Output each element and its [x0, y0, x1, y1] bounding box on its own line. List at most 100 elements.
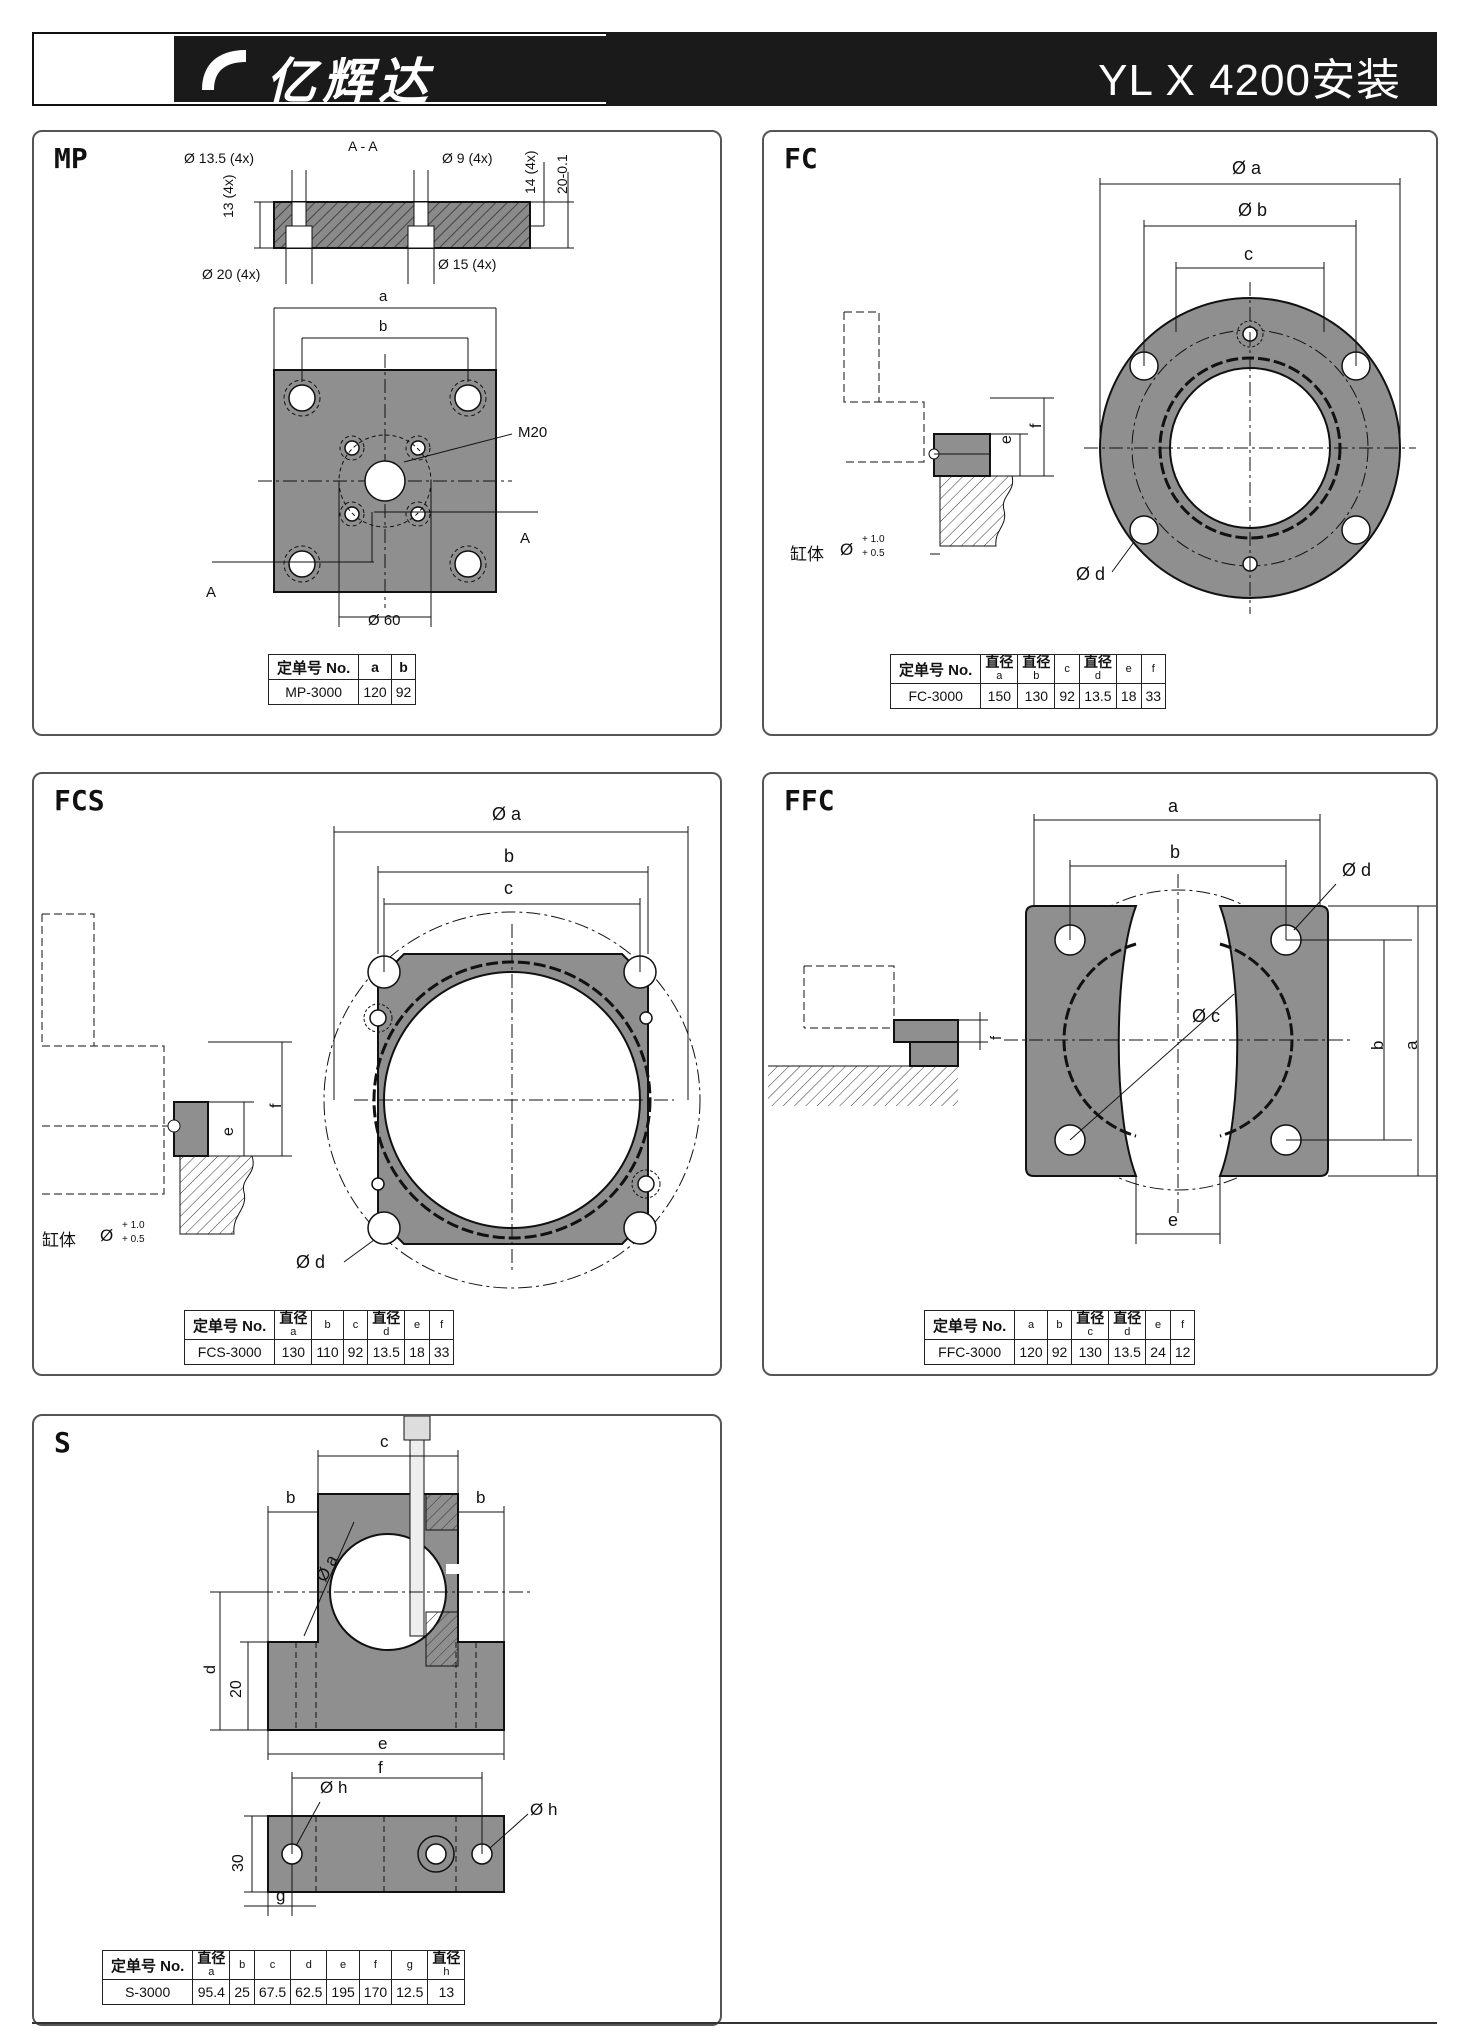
table-subheader: b [239, 1959, 246, 1971]
label-d: Ø d [1342, 860, 1372, 880]
table-subheader: f [373, 1959, 377, 1971]
table-header: a [358, 654, 392, 680]
panel-title: FFC [784, 784, 835, 817]
label-a: Ø a [492, 804, 522, 824]
table-cell: 62.5 [290, 1979, 328, 2005]
label-a: Ø a [1232, 158, 1262, 178]
label-phi: Ø [100, 1226, 114, 1245]
panel-fcs: FCS [32, 772, 722, 1376]
table-subheader: e [340, 1959, 347, 1971]
table-subheader: a [208, 1966, 215, 1978]
table-cell: FFC-3000 [923, 1339, 1016, 1365]
label-tol-lo: + 0.5 [122, 1234, 145, 1245]
table-cell: 92 [1054, 683, 1080, 709]
table-cell: 110 [311, 1339, 344, 1365]
label-tol-hi: + 1.0 [122, 1220, 145, 1231]
panel-mp: MP [32, 130, 722, 736]
title-bar: YL X 4200安装 [606, 32, 1437, 106]
ffc-drawing [768, 814, 1436, 1244]
label-h-left: Ø h [320, 1778, 348, 1797]
label-cut-a-left: A [206, 584, 217, 601]
table-cell: 13 [427, 1979, 466, 2005]
label-tol-lo: + 0.5 [862, 548, 885, 559]
table-header: 直径 [985, 654, 1014, 670]
table-cell: 13.5 [1108, 1339, 1147, 1365]
label-m20: M20 [518, 424, 548, 441]
footer-rule [32, 2022, 1437, 2024]
table-label: 定单号 No. [923, 1310, 1016, 1340]
label-d: Ø d [1076, 564, 1106, 584]
label-hole9: Ø 9 (4x) [442, 150, 493, 166]
label-a: a [1168, 796, 1179, 816]
label-f: f [1028, 423, 1045, 428]
table-cell: 12 [1169, 1339, 1196, 1365]
label-cut-a-right: A [520, 530, 531, 547]
fc-drawing [843, 178, 1416, 614]
table-cell: 24 [1145, 1339, 1171, 1365]
label-d: Ø d [296, 1252, 326, 1272]
label-c: c [504, 878, 513, 898]
table-header: 直径 [1076, 1310, 1105, 1326]
label-e: e [378, 1734, 388, 1753]
label-b: b [379, 318, 388, 335]
table-cell: 18 [404, 1339, 430, 1365]
label-body: 缸体 [790, 545, 824, 564]
panel-title: FC [784, 142, 818, 175]
panel-title: FCS [54, 784, 105, 817]
table-cell: 130 [274, 1339, 313, 1365]
table-subheader: c [1087, 1326, 1094, 1338]
table-subheader: a [290, 1326, 297, 1338]
label-section: A - A [348, 138, 378, 154]
panel-title: S [54, 1426, 71, 1459]
label-b-vertical: b [1368, 1040, 1387, 1050]
label-b: b [504, 846, 515, 866]
table-subheader: a [1027, 1319, 1035, 1331]
table-cell: 67.5 [253, 1979, 292, 2005]
table-cell: 12.5 [391, 1979, 429, 2005]
table-cell: MP-3000 [267, 679, 360, 705]
table-cell: 13.5 [367, 1339, 406, 1365]
mp-drawing [212, 162, 574, 627]
table-subheader: d [383, 1326, 390, 1338]
label-a: a [379, 288, 388, 305]
label-a-vertical: a [1402, 1040, 1421, 1050]
table-header: 直径 [372, 1310, 401, 1326]
table-cell: 92 [390, 679, 417, 705]
label-g: g [276, 1886, 286, 1905]
label-c: Ø c [1192, 1006, 1221, 1026]
label-e: e [998, 435, 1015, 444]
table-cell: 13.5 [1078, 683, 1117, 709]
table-cell: 92 [1046, 1339, 1073, 1365]
table-cell: 120 [358, 679, 392, 705]
label-20: 20 [228, 1680, 245, 1698]
table-subheader: g [406, 1959, 413, 1971]
table-subheader: c [352, 1319, 359, 1331]
s-drawing [210, 1416, 534, 1916]
logo-mark-icon [202, 50, 246, 90]
table-cell: 92 [342, 1339, 369, 1365]
table-cell: 170 [358, 1979, 393, 2005]
table-label: 定单号 No. [183, 1310, 276, 1340]
label-c: c [1244, 244, 1253, 264]
table-subheader: e [1125, 663, 1132, 675]
label-b: Ø b [1238, 200, 1268, 220]
fcs-drawing [41, 826, 701, 1289]
table-cell: 130 [1071, 1339, 1110, 1365]
label-hole15: Ø 15 (4x) [438, 256, 497, 272]
table-subheader: c [1064, 663, 1070, 675]
brand-logo: 亿辉达 [174, 36, 606, 111]
table-cell: 150 [980, 683, 1019, 709]
table-subheader: a [996, 670, 1003, 682]
label-f: f [268, 1103, 285, 1108]
table-cell: FC-3000 [889, 683, 982, 709]
table-header: 直径 [432, 1950, 461, 1966]
label-b: b [1170, 842, 1181, 862]
table-header: 直径 [279, 1310, 308, 1326]
table-subheader: b [324, 1319, 331, 1331]
table-subheader: f [440, 1319, 444, 1331]
label-dim13: 13 (4x) [220, 174, 236, 218]
table-subheader: e [1155, 1319, 1162, 1331]
